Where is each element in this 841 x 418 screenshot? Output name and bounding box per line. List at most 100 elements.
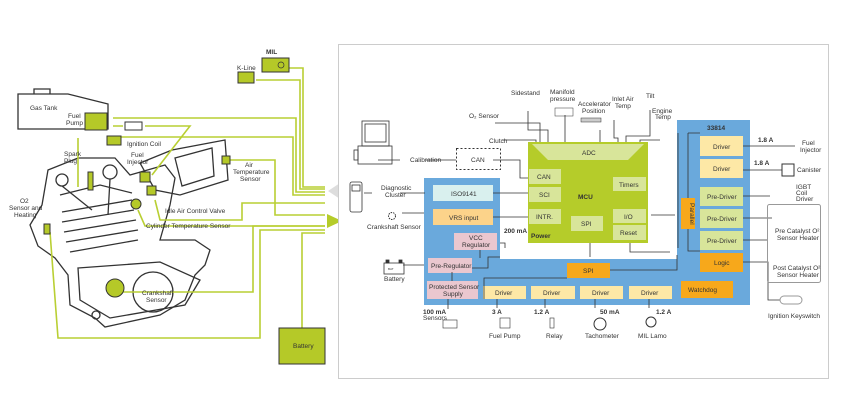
manifold-label: Manifold — [550, 89, 575, 96]
arrow-green-icon — [327, 214, 342, 228]
relay-icon — [549, 317, 555, 329]
pss-label: Protected Sensor — [429, 284, 480, 291]
spark-plug — [87, 171, 94, 191]
logic-block — [700, 253, 743, 272]
spark-plug-label: Plug — [64, 158, 77, 165]
vcc-label: VCC — [469, 235, 483, 242]
handheld-icon — [349, 181, 363, 213]
diag-label: Cluster — [385, 192, 406, 199]
spark-plug-label: Spark — [64, 151, 82, 158]
mcu-sci: SCI — [539, 192, 550, 199]
igbt-label: Coil — [796, 190, 808, 197]
fuel-injector-label: Fuel — [131, 152, 144, 159]
driver-block: Driver — [592, 290, 610, 297]
sidestand-label: Sidestand — [511, 90, 540, 97]
k-line-connector — [237, 71, 255, 84]
adc-label: ADC — [582, 150, 596, 157]
battery-label: Battery — [384, 276, 405, 283]
pre-regulator-block — [428, 258, 472, 273]
air-temp-label: Temperature — [233, 169, 270, 176]
air-temp-sensor — [221, 155, 231, 165]
accel-label: Position — [582, 108, 606, 115]
pss-label: Supply — [443, 291, 464, 298]
o2-heater-box — [767, 204, 821, 283]
o2-label: Sensor and — [9, 205, 43, 212]
diag-label: Diagnostic — [381, 185, 412, 192]
current-200ma: 200 mA — [504, 228, 527, 235]
mcu-timers: Timers — [619, 182, 639, 189]
can-external-box — [456, 148, 501, 170]
current-50ma: 50 mA — [600, 309, 620, 316]
fuel-filter — [124, 121, 143, 131]
air-temp-label: Air — [245, 162, 254, 169]
pre-catalyst-label: Pre Catalyst O² — [775, 228, 820, 235]
battery — [278, 327, 326, 365]
gas-tank-label: Gas Tank — [30, 105, 58, 112]
fuel-injector-output-label: Injector — [800, 147, 822, 154]
clutch-label: Clutch — [489, 138, 508, 145]
engine-temp-label: Engine — [652, 108, 673, 115]
driver-block: Driver — [713, 166, 731, 173]
spi-block — [567, 263, 610, 278]
chip-label: 33814 — [707, 125, 725, 132]
inlet-air-label: Inlet Air — [612, 96, 635, 103]
driver-block: Driver — [713, 144, 731, 151]
power-label: Power — [531, 233, 551, 240]
signal-lines — [364, 110, 795, 309]
lamp-icon — [645, 316, 657, 328]
battery-icon — [383, 259, 405, 275]
pressure-sensor-icon — [554, 107, 574, 117]
cyl-temp-label: Cylinder Temperature Sensor — [146, 223, 231, 230]
post-catalyst-label: Post Catalyst O² — [773, 265, 821, 272]
tachometer-icon — [593, 317, 607, 331]
calibration-label: Calibration — [410, 157, 441, 164]
driver-block: Driver — [543, 290, 561, 297]
pre-catalyst-label: Sensor Heater — [777, 235, 820, 242]
current-1-2a: 1.2 A — [534, 309, 550, 316]
crank-sensor-label: Crankshaft Sensor — [367, 224, 422, 231]
mcu-intr: INTR. — [536, 214, 553, 221]
o2-sensor — [43, 223, 51, 235]
mil-lamp-label: MIL Lamo — [638, 333, 667, 340]
idle-air-valve — [146, 185, 157, 196]
current-100ma: 100 mA — [423, 309, 446, 316]
spi-label: SPI — [583, 268, 594, 275]
pre-driver-block: Pre-Driver — [707, 216, 737, 223]
laptop-icon — [353, 120, 393, 165]
inlet-air-label: Temp — [615, 103, 631, 110]
igbt-label: IGBT — [796, 184, 811, 191]
battery-label: Battery — [293, 343, 314, 350]
current-1-8a: 1.8 A — [754, 160, 770, 167]
parallel-block — [681, 198, 695, 229]
ignition-coil — [106, 135, 122, 146]
keyswitch-label: Ignition Keyswitch — [768, 313, 820, 320]
current-1-8a: 1.8 A — [758, 137, 774, 144]
pre-regulator-label: Pre-Regulator — [431, 263, 472, 270]
pre-driver-block: Pre-Driver — [707, 194, 737, 201]
accelerator-icon — [580, 117, 602, 123]
post-catalyst-label: Sensor Heater — [777, 272, 820, 279]
fuel-injector-output-label: Fuel — [802, 140, 815, 147]
bat-tag: BAT — [388, 267, 394, 271]
canister-icon — [781, 163, 795, 177]
watchdog-block — [681, 281, 733, 298]
fuel-pump-icon — [499, 317, 511, 329]
engine-wiring — [49, 67, 325, 339]
pre-driver-block: Pre-Driver — [707, 238, 737, 245]
crankshaft-label: Sensor — [146, 297, 167, 304]
fuel-injector-label: Injector — [127, 159, 149, 166]
o2-label: O2 — [20, 198, 29, 205]
mcu-can: CAN — [537, 174, 551, 181]
engine-temp-label: Temp — [655, 114, 671, 121]
cylinder-temp-sensor — [130, 198, 142, 210]
driver-block: Driver — [641, 290, 659, 297]
tachometer-label: Tachometer — [585, 333, 620, 340]
tilt-label: Tilt — [646, 93, 655, 100]
sensor-icon — [442, 319, 458, 329]
iso9141-label: ISO9141 — [451, 191, 477, 198]
crankshaft-label: Crankshaft — [142, 290, 174, 297]
can-external-label: CAN — [471, 157, 485, 164]
igbt-label: Driver — [796, 196, 814, 203]
sensors-label: Sensors — [423, 315, 448, 322]
arrow-gray-icon — [328, 183, 340, 199]
